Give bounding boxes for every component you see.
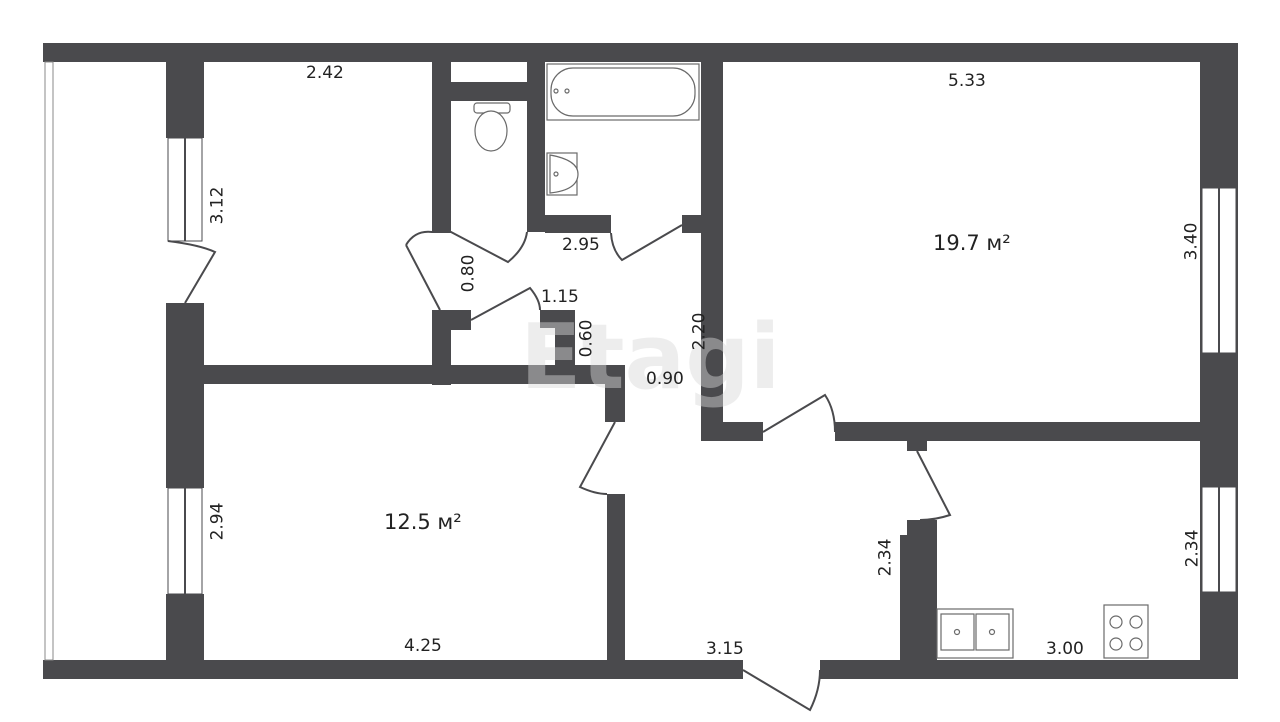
wc-door-lower-swing [405,244,441,311]
bath-door-swing [610,224,683,262]
wall-kitchen-stub-top [907,441,927,451]
area-room-small: 12.5 м² [384,510,462,534]
area-room-large: 19.7 м² [933,231,1011,255]
dim-room-large-side: 3.40 [1181,222,1202,261]
wall-wc-top-shelf [451,82,527,101]
outer-wall-bottom-right [820,660,1238,679]
wall-wc-right [527,62,545,232]
wall-balcony-middle [166,303,204,488]
bathtub [546,63,700,121]
bath-sink [546,152,579,196]
dim-room1-top: 2.42 [306,63,344,83]
dim-kitchen-side-left: 2.34 [875,538,896,577]
dim-niche-width: 1.15 [541,287,579,307]
wall-wc-bottom-left [432,310,451,385]
kitchen-door-swing [916,450,952,521]
wall-niche-side [555,328,575,365]
wall-bath-right [701,62,723,434]
window-kitchen [1201,486,1237,593]
wall-kitchen-left [900,535,937,660]
wall-room1-bottom [204,365,624,384]
dim-room-small-bottom: 4.25 [404,636,442,656]
dim-hall-width: 0.90 [646,369,684,389]
watermark: Etagi [520,305,781,410]
wall-balcony-upper [166,43,204,138]
dim-hall-bottom: 3.15 [706,639,744,659]
wall-bath-bottom [545,215,611,233]
dim-niche-depth: 0.60 [576,319,597,358]
window-room-large [1201,187,1237,354]
dim-room1-side: 3.12 [207,186,228,225]
outer-wall-top [43,43,1238,62]
wall-niche [540,310,575,328]
dim-wc-door: 0.80 [458,254,479,293]
toilet [473,102,511,152]
kitchen-sink [936,608,1014,659]
dim-corridor-top: 2.95 [562,235,600,255]
stove [1103,604,1149,659]
wall-room-small-right-lower [607,494,625,660]
wall-bath-stub [682,215,704,233]
dim-room-large-top: 5.33 [948,71,986,91]
entrance-door-swing [742,669,821,712]
room-large-door-swing [762,393,836,433]
dim-hall-height: 2.20 [689,312,710,351]
dim-kitchen-side-right: 2.34 [1182,529,1203,568]
niche-door-swing [470,286,541,321]
dim-kitchen-bottom: 3.00 [1046,639,1084,659]
room-small-door-swing [578,421,616,495]
wall-room1-right [432,62,451,232]
window-room1 [167,137,203,242]
window-room-small [167,487,203,595]
balcony-outline [44,61,54,661]
wall-balcony-lower [166,594,204,679]
wall-room-small-right-upper [605,365,625,422]
wall-wc-stub [451,310,471,330]
outer-wall-bottom-left [43,660,743,679]
wall-room-large-bottom-right [835,422,1200,441]
wall-kitchen-stub [907,520,937,535]
dim-room-small-side: 2.94 [207,502,228,541]
wall-room-large-bottom-left [701,422,763,441]
wc-door-swing [405,230,528,264]
balcony-door-swing [167,240,217,304]
